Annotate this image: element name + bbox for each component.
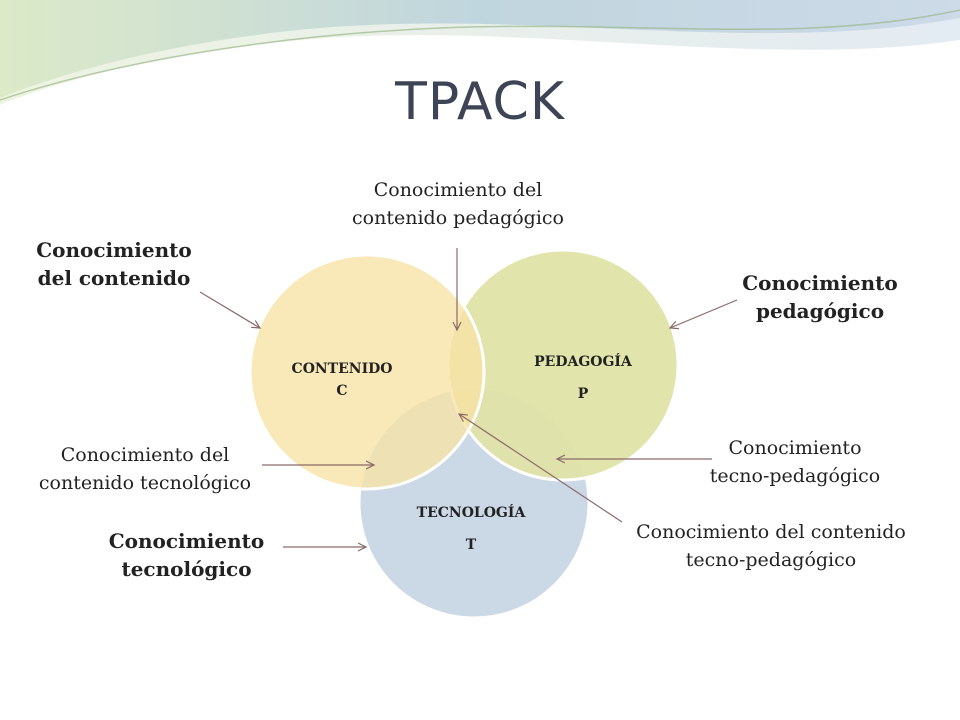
page-title: TPACK (395, 72, 565, 132)
circle-letter: C (336, 383, 348, 399)
label-line: contenido tecnológico (38, 472, 252, 494)
label-line: Conocimiento (108, 529, 265, 553)
label-line: tecnológico (121, 557, 252, 581)
header-swoosh-front (0, 0, 960, 98)
label-line: Conocimiento del contenido (636, 521, 906, 543)
label-line: Conocimiento (36, 238, 192, 262)
circle-name: TECNOLOGÍA (416, 505, 526, 521)
circle-contenido (248, 253, 486, 491)
label-line: tecno-pedagógico (709, 465, 881, 487)
label-conocimiento-contenido-tecnologico: Conocimiento del contenido tecnológico (14, 441, 276, 497)
label-line: tecno-pedagógico (685, 549, 857, 571)
label-line: del contenido (37, 266, 191, 290)
label-conocimiento-contenido-tecno-pedagogico: Conocimiento del contenido tecno-pedagóg… (612, 518, 930, 574)
label-line: contenido pedagógico (352, 207, 564, 229)
header-swoosh-line (0, 9, 960, 101)
circle-name: PEDAGOGÍA (534, 354, 632, 370)
label-line: Conocimiento del (60, 444, 230, 466)
label-line: Conocimiento del (373, 179, 543, 201)
arrow-cctp (459, 414, 623, 523)
label-conocimiento-contenido: Conocimiento del contenido (14, 236, 214, 292)
label-line: pedagógico (755, 299, 885, 323)
arrow-cc (199, 291, 260, 328)
label-conocimiento-tecnologico: Conocimiento tecnológico (84, 527, 289, 583)
label-conocimiento-tecno-pedagogico: Conocimiento tecno-pedagógico (680, 434, 910, 490)
label-conocimiento-pedagogico: Conocimiento pedagógico (715, 269, 925, 325)
circle-letter: T (465, 537, 477, 553)
circle-label-contenido: CONTENIDO C (272, 358, 412, 402)
label-conocimiento-contenido-pedagogico: Conocimiento del contenido pedagógico (318, 176, 598, 232)
circle-name: CONTENIDO (291, 361, 393, 377)
circle-label-pedagogia: PEDAGOGÍA P (513, 346, 653, 410)
label-line: Conocimiento (742, 271, 898, 295)
circle-letter: P (577, 386, 589, 402)
circle-label-tecnologia: TECNOLOGÍA T (401, 497, 541, 561)
arrow-cp (670, 299, 738, 328)
label-line: Conocimiento (728, 437, 862, 459)
